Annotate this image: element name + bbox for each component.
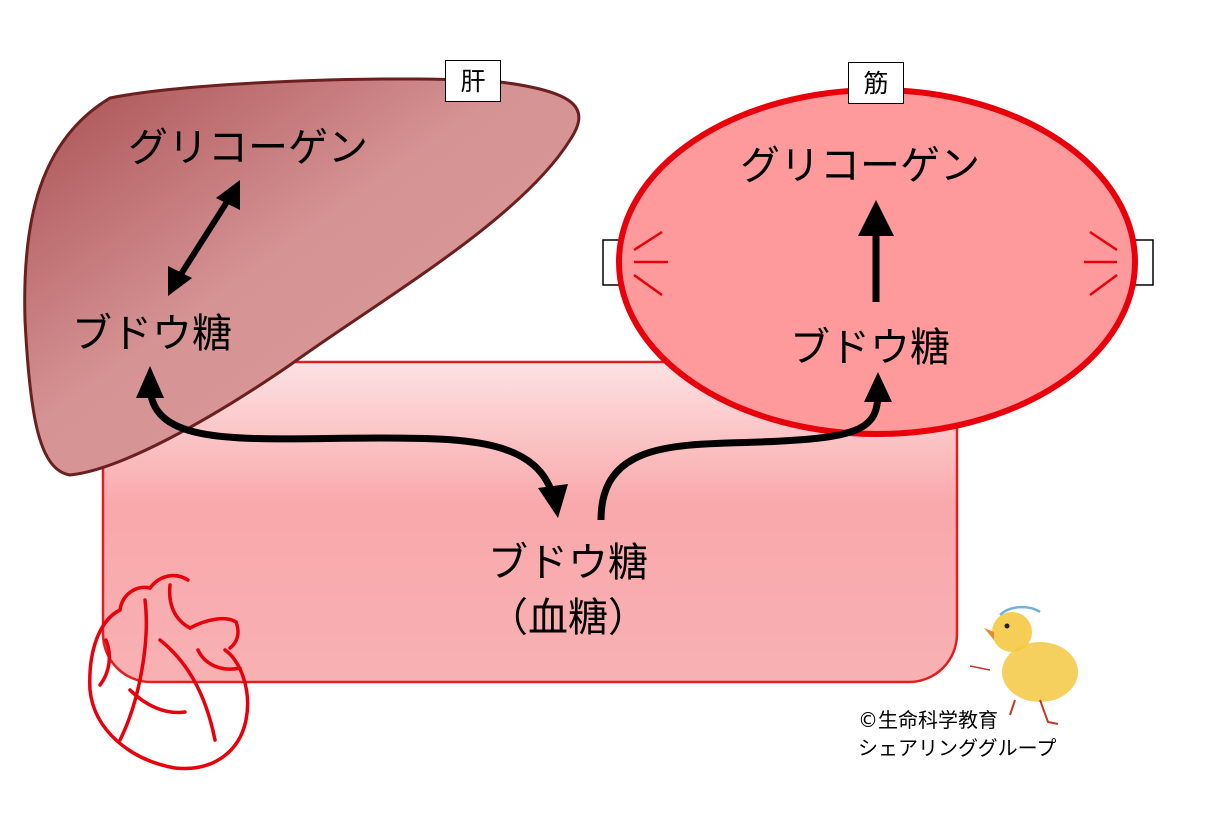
muscle-glucose-to-glycogen-arrow [858,200,894,302]
liver-glycogen-glucose-arrow [168,180,240,296]
liver-glycogen-label: グリコーゲン [128,125,368,171]
liver-glucose-label: ブドウ糖 [72,311,232,357]
liver-tag: 肝 [445,60,501,102]
muscle-glucose-label: ブドウ糖 [790,325,950,371]
blood-muscle-arrow [597,372,892,521]
blood-liver-arrow [136,366,568,518]
contraction-marks-right [1084,230,1118,297]
muscle-glycogen-label: グリコーゲン [740,143,980,189]
credit-line-2: シェアリンググループ [858,736,1057,760]
muscle-tag: 筋 [848,62,904,104]
chick-mascot-icon [969,605,1078,725]
credit-text: ©生命科学教育 シェアリンググループ [858,706,1056,762]
heart-icon [88,573,250,771]
contraction-marks-left [633,230,668,297]
blood-sugar-label: （血糖） [488,595,648,641]
credit-line-1: ©生命科学教育 [858,708,998,732]
blood-glucose-label: ブドウ糖 [488,540,648,586]
